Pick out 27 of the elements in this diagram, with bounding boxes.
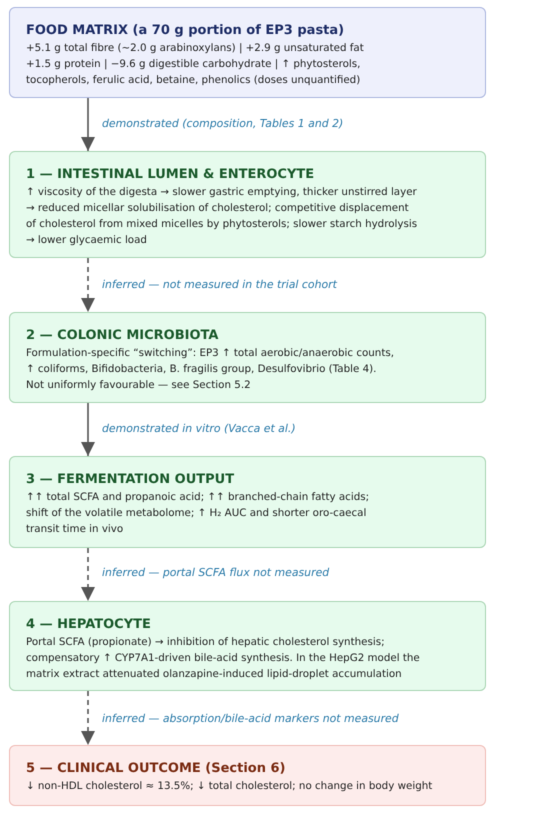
dashed-arrow [81,691,95,745]
outcome-box [9,745,486,806]
box-text: ↑↑ total SCFA and propanoic acid; ↑↑ branched-chain fatty acids; shift of the volatile metabolome; ↑ H₂ AUC and shorter oro-caecal transit time in vivo [26,490,370,537]
box-heading: FOOD MATRIX (a 70 g portion of EP3 pasta) [26,22,346,39]
edge-label: demonstrated in vitro (Vacca et al.) [102,422,296,436]
box-heading: 5 — CLINICAL OUTCOME (Section 6) [26,760,286,777]
edge-label: inferred — portal SCFA flux not measured [102,566,330,580]
box-heading: 4 — HEPATOCYTE [26,616,152,633]
box-text: Formulation-specific “switching”: EP3 ↑ total aerobic/anaerobic counts, ↑ coliforms, Bifidobacteria, B. fragilis group, Desulfovibrio (Table 4). Not uniformly favourable — see Section 5.2 [26,346,395,393]
process-box [9,601,486,691]
dashed-arrow [81,548,95,601]
input-box [9,7,486,98]
process-box [9,312,486,403]
process-box [9,151,486,258]
edge-label: demonstrated (composition, Tables 1 and 2) [102,117,344,131]
box-heading: 3 — FERMENTATION OUTPUT [26,471,236,488]
box-text: ↓ non-HDL cholesterol ≈ 13.5%; ↓ total cholesterol; no change in body weight [26,779,434,794]
box-heading: 2 — COLONIC MICROBIOTA [26,327,220,344]
box-text: Portal SCFA (propionate) → inhibition of hepatic cholesterol synthesis; compensatory ↑ CYP7A1-driven bile-acid synthesis. In the HepG2 model the matrix extract attenuated olanzapine-induced lipid-droplet accumulation [26,635,421,682]
arrow [81,403,95,456]
box-text: +5.1 g total fibre (~2.0 g arabinoxylans) | +2.9 g unsaturated fat +1.5 g protein | −9.6 g digestible carbohydrate | ↑ phytosterols, tocopherols, ferulic acid, betaine, phenolics (doses unquantified) [26,41,365,88]
box-heading: 1 — INTESTINAL LUMEN & ENTEROCYTE [26,166,316,183]
dashed-arrow [81,258,95,312]
arrow [81,98,95,151]
edge-label: inferred — absorption/bile-acid markers not measured [102,712,399,726]
process-box [9,456,486,548]
box-text: ↑ viscosity of the digesta → slower gastric emptying, thicker unstirred layer → reduced micellar solubilisation of cholesterol; competitive displacement of cholesterol from mixed micelles by phytosterols; slower starch hydrolysis → lower glycaemic load [26,185,418,248]
